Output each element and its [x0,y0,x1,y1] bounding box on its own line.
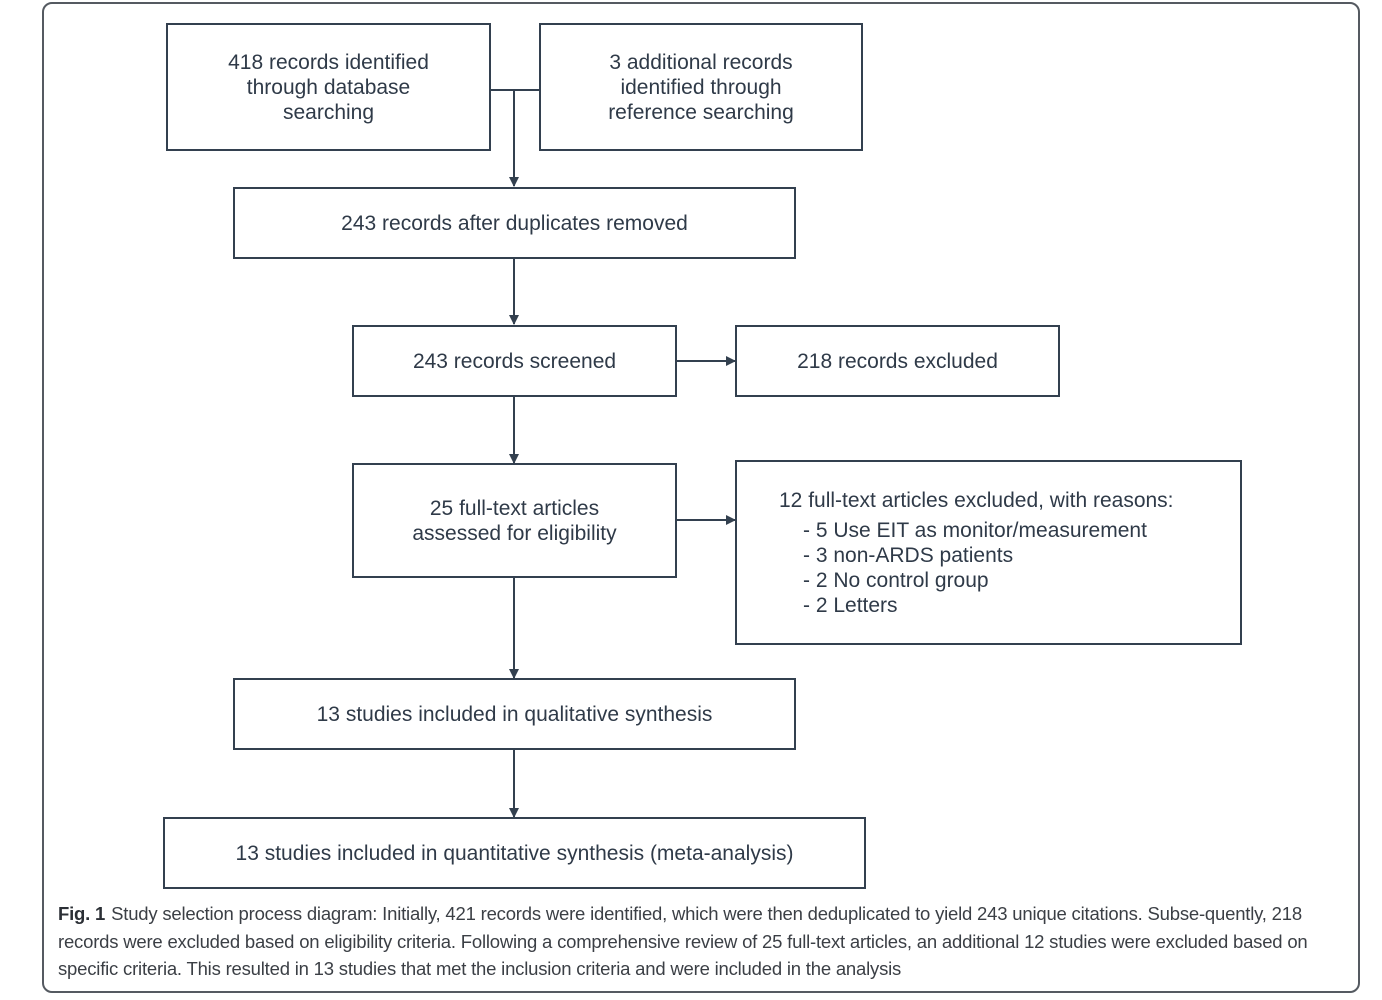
box-additional-records: 3 additional records identified through … [539,23,863,151]
box-database-line-3: searching [282,100,375,124]
caption-text: Study selection process diagram: Initial… [58,903,1308,979]
box-after-duplicates: 243 records after duplicates removed [233,187,796,259]
box-screened: 243 records screened [352,325,677,397]
box-additional-line-2: identified through [620,75,782,99]
box-fulltext-line-2: assessed for eligibility [412,521,617,545]
box-fulltext-assessed: 25 full-text articles assessed for eligi… [352,463,677,578]
box-screened-text: 243 records screened [412,349,617,373]
box-additional-line-1: 3 additional records [609,50,793,74]
box-database-records: 418 records identified through database … [166,23,491,151]
box-database-line-1: 418 records identified [228,50,429,74]
box-excluded-text: 218 records excluded [797,349,998,373]
box-quantitative: 13 studies included in quantitative synt… [163,817,866,889]
box-database-line-2: through database [246,75,411,99]
box-quantitative-text: 13 studies included in quantitative synt… [235,841,794,865]
figure-label: Fig. 1 [58,903,106,924]
exclusion-reason-4: - 2 Letters [803,594,898,617]
figure-frame [42,2,1360,993]
box-excluded: 218 records excluded [735,325,1060,397]
box-fulltext-excluded: 12 full-text articles excluded, with rea… [735,460,1242,645]
box-qualitative-text: 13 studies included in qualitative synth… [316,702,713,726]
exclusion-reason-1: - 5 Use EIT as monitor/measurement [803,519,1147,542]
exclusion-reason-3: - 2 No control group [803,569,989,592]
exclusion-reason-2: - 3 non-ARDS patients [803,544,1014,567]
box-after-duplicates-text: 243 records after duplicates removed [341,211,688,235]
box-fulltext-line-1: 25 full-text articles [429,496,600,520]
fulltext-excluded-title: 12 full-text articles excluded, with rea… [779,489,1174,512]
box-qualitative: 13 studies included in qualitative synth… [233,678,796,750]
box-additional-line-3: reference searching [608,100,794,124]
